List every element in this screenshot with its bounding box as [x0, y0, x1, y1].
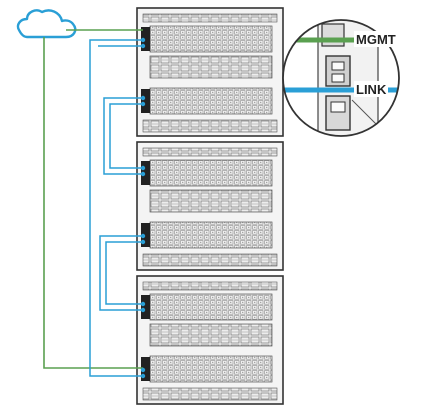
link-cables: [89, 39, 143, 377]
enclosure-stack: [136, 7, 284, 405]
mgmt-label: MGMT: [356, 32, 396, 47]
enclosure: [136, 7, 284, 137]
zoom-detail: MGMT LINK: [282, 19, 400, 137]
link-label: LINK: [356, 82, 387, 97]
enclosure: [136, 141, 284, 271]
mgmt-cable-bottom: [43, 37, 143, 369]
link-cable: [109, 103, 143, 169]
link-cable: [103, 97, 143, 175]
link-cable: [99, 235, 143, 311]
mgmt-cables: [43, 29, 143, 369]
enclosure: [136, 275, 284, 405]
frame-link-ports: [140, 37, 146, 379]
cloud-icon: [16, 9, 77, 39]
link-cable: [105, 241, 143, 305]
link-cable-outer: [89, 39, 143, 377]
